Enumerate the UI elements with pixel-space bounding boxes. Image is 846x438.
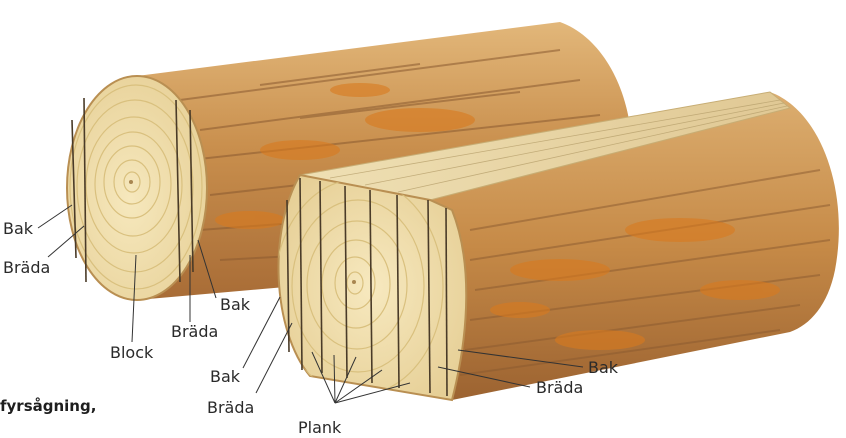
label-log2-plank: Plank (298, 420, 341, 436)
label-log2-bak-left: Bak (210, 369, 240, 385)
label-log2-bak-right: Bak (588, 360, 618, 376)
label-log1-brada: Bräda (3, 260, 50, 276)
label-log1-bak-right: Bak (220, 297, 250, 313)
label-log2-brada-right: Bräda (536, 380, 583, 396)
diagram-caption: fyrsågning, (0, 397, 96, 415)
label-log1-brada-right: Bräda (171, 324, 218, 340)
label-log1-bak: Bak (3, 221, 33, 237)
label-log1-block: Block (110, 345, 153, 361)
label-log2-brada-left: Bräda (207, 400, 254, 416)
